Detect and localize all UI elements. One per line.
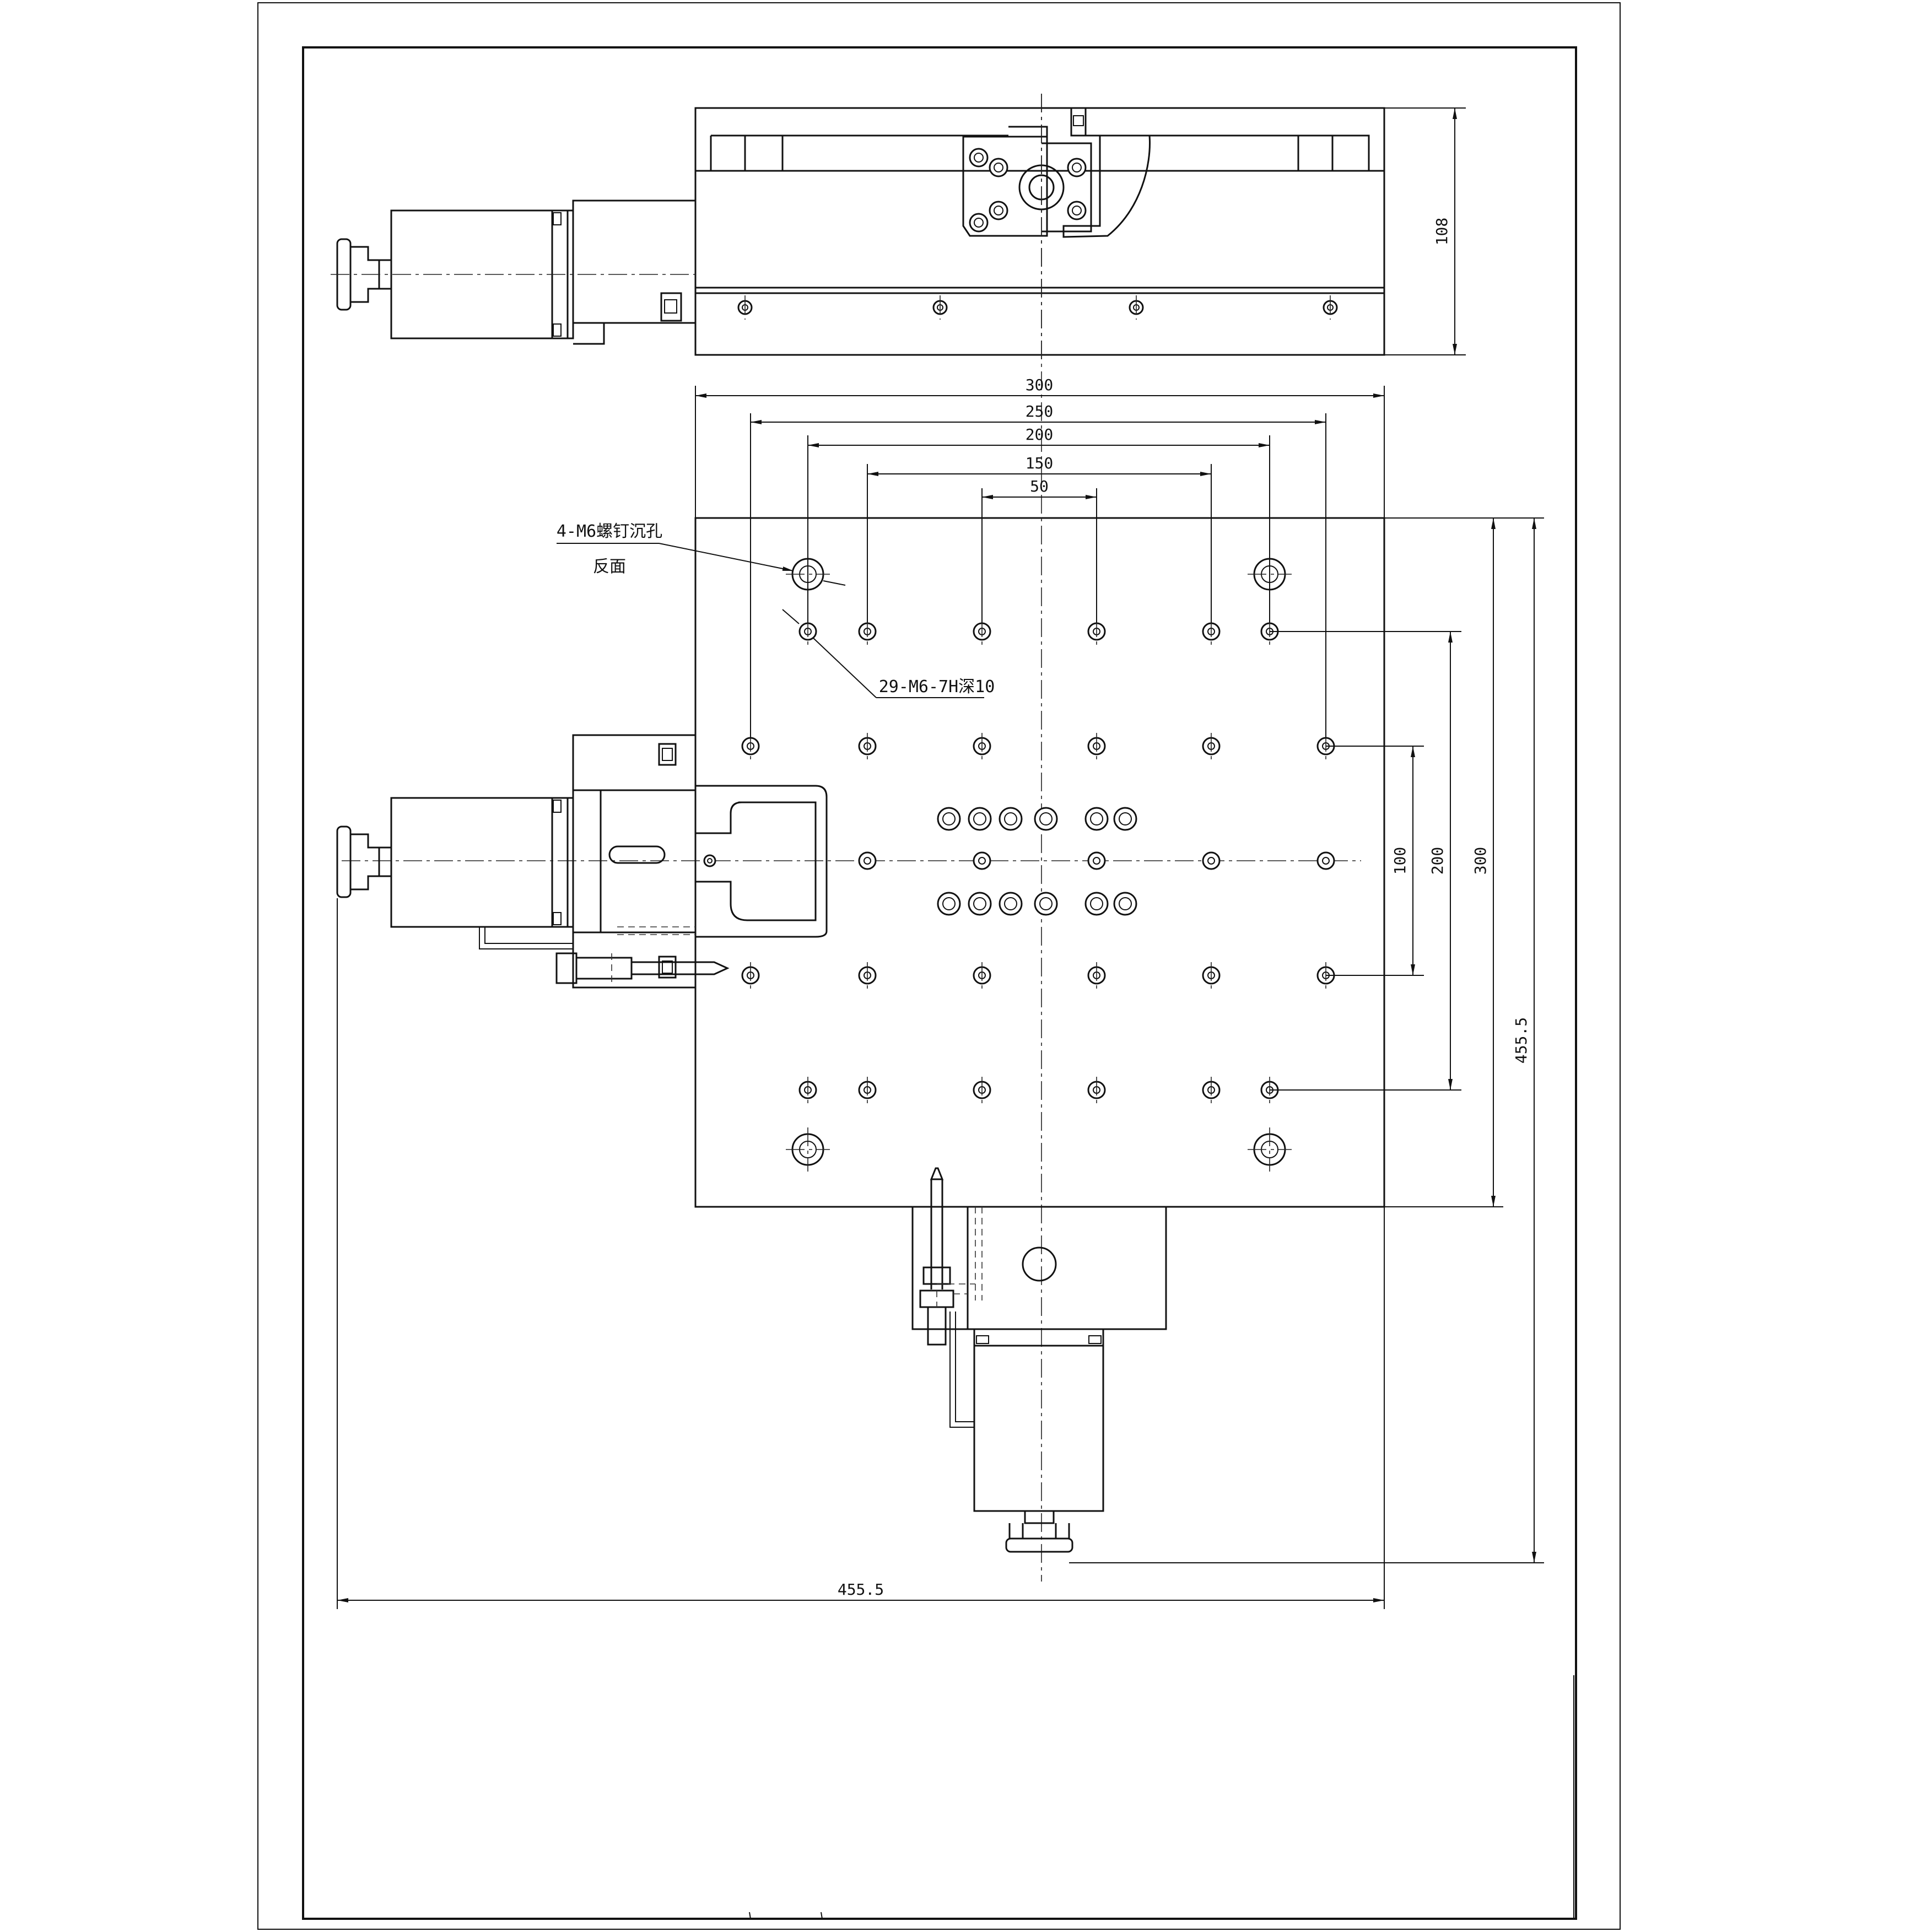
dim-200-top: 200	[1026, 425, 1054, 444]
dim-250: 250	[1026, 402, 1054, 420]
dim-200-right: 200	[1428, 847, 1447, 875]
left-motor	[336, 734, 730, 989]
motor-body-left	[390, 797, 574, 928]
dim-300-top: 300	[1026, 376, 1054, 394]
horizontal-dimensions: 300 250 200 150 50	[695, 376, 1385, 738]
dim-300-right: 300	[1471, 847, 1490, 875]
side-view: 108	[331, 94, 1466, 364]
saddle-plate	[694, 785, 828, 938]
handwheel-knob-bottom	[1005, 1537, 1073, 1553]
bottom-motor	[911, 1167, 1167, 1553]
note-counterbore-back: 反面	[593, 557, 626, 576]
leader-notes: 4-M6螺钉沉孔 反面 29-M6-7H深10	[557, 522, 995, 698]
vertical-dimensions: 100 200 300 455.5	[1069, 517, 1544, 1563]
dim-100: 100	[1391, 847, 1409, 875]
hole-grid	[741, 618, 1335, 1103]
dim-150: 150	[1026, 454, 1054, 472]
side-motor	[336, 199, 697, 345]
section-hatch	[1062, 134, 1151, 238]
dim-50: 50	[1030, 477, 1049, 495]
stage-body-side	[694, 107, 1385, 356]
dim-108: 108	[1433, 218, 1451, 246]
drawing-frame	[302, 46, 1577, 1920]
table-top	[694, 517, 1385, 1208]
plan-view: 300 250 200 150 50 100	[336, 94, 1544, 1609]
side-view-holes	[737, 295, 1338, 320]
center-cap-screws	[937, 807, 1137, 916]
note-counterbore: 4-M6螺钉沉孔	[557, 522, 662, 541]
note-tapped-holes: 29-M6-7H深10	[879, 677, 995, 697]
outer-border	[257, 2, 1621, 1930]
overall-horizontal-dimension: 455.5	[337, 898, 1385, 1609]
dim-455-5-horizontal: 455.5	[838, 1580, 884, 1599]
dim-455-5-vertical: 455.5	[1512, 1017, 1530, 1064]
title-block-fragments	[749, 1675, 1574, 1919]
motor-body-bottom	[973, 1328, 1104, 1512]
